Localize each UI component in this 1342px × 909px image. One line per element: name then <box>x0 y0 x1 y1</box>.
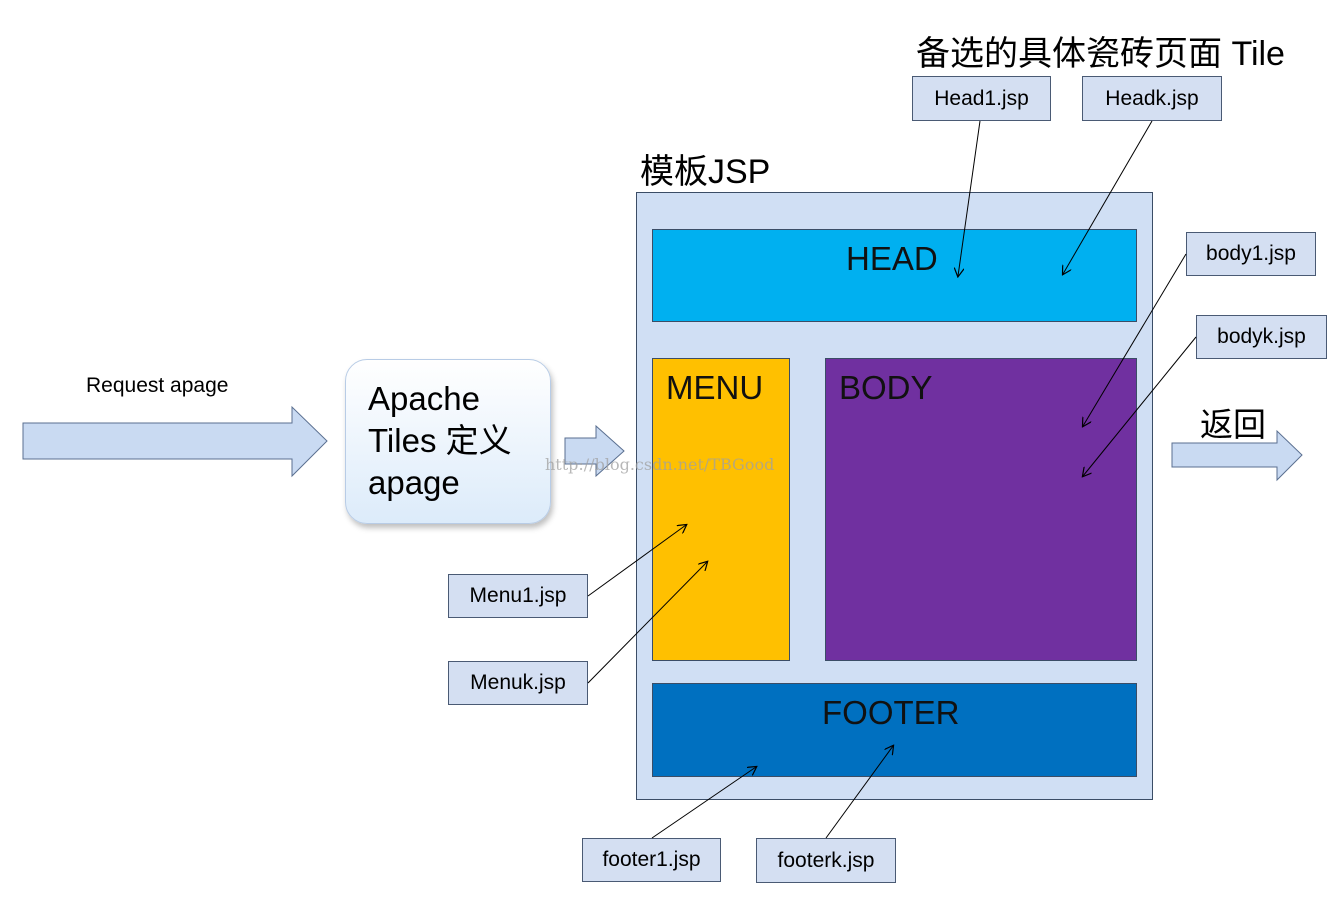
request-arrow <box>22 405 328 478</box>
arrow-head1 <box>958 120 981 276</box>
footer-label: FOOTER <box>822 694 960 731</box>
tiles-to-template-arrow <box>564 424 625 478</box>
file-menu1: Menu1.jsp <box>448 574 588 618</box>
file-head1: Head1.jsp <box>912 76 1051 121</box>
head-region <box>652 229 1137 322</box>
body-region <box>825 358 1137 661</box>
tiles-line-3: apage <box>368 464 460 501</box>
arrow-footerk <box>825 746 893 839</box>
arrow-bodyk <box>1083 336 1197 476</box>
arrow-menu1 <box>587 525 686 597</box>
tiles-line-2: Tiles 定义 <box>368 422 512 459</box>
arrow-headk <box>1063 120 1153 274</box>
watermark: http://blog.csdn.net/TBGood <box>545 455 775 474</box>
menu-label: MENU <box>666 369 764 406</box>
apache-tiles-box: Apache Tiles 定义 apage <box>345 359 551 524</box>
arrow-body1 <box>1083 253 1187 426</box>
footer-region <box>652 683 1137 777</box>
arrow-menuk <box>587 562 707 684</box>
file-footerk: footerk.jsp <box>756 838 896 883</box>
head-label: HEAD <box>846 240 938 277</box>
template-jsp-title: 模板JSP <box>640 153 771 191</box>
arrow-footer1 <box>651 767 756 839</box>
body-label: BODY <box>839 369 933 406</box>
return-label: 返回 <box>1200 406 1266 443</box>
return-arrow <box>1171 429 1303 482</box>
alt-tiles-title: 备选的具体瓷砖页面 Tile <box>916 35 1285 73</box>
tiles-line-1: Apache <box>368 380 480 417</box>
file-body1: body1.jsp <box>1186 232 1316 276</box>
file-menuk: Menuk.jsp <box>448 661 588 705</box>
file-bodyk: bodyk.jsp <box>1196 315 1327 359</box>
file-footer1: footer1.jsp <box>582 838 721 882</box>
file-headk: Headk.jsp <box>1082 76 1222 121</box>
request-label: Request apage <box>86 374 229 397</box>
menu-region <box>652 358 790 661</box>
